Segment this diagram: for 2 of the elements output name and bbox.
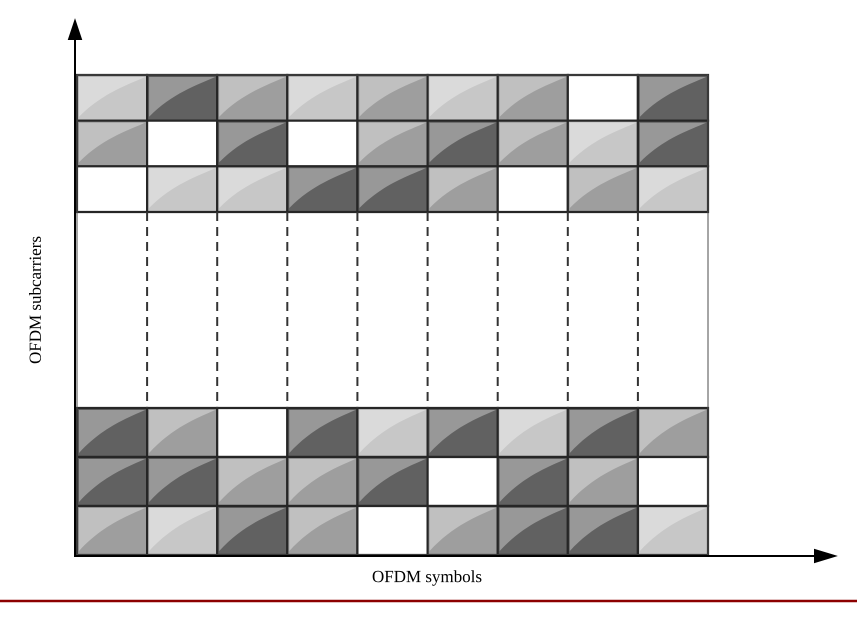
axis-label: OFDM symbols — [372, 570, 482, 586]
axis-label: OFDM subcarriers — [29, 236, 41, 364]
